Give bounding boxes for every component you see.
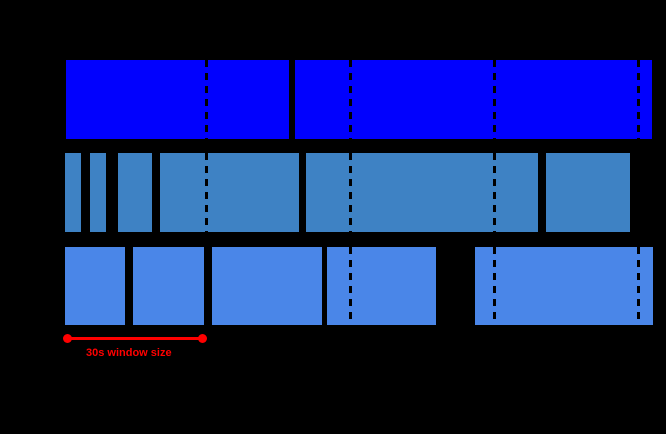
segment-bar (295, 60, 652, 139)
window-size-label: 30s window size (86, 347, 172, 359)
window-boundary-dashed-line (348, 153, 352, 232)
window-size-arrow-right-dot (198, 334, 207, 343)
segment-bar (546, 153, 630, 232)
window-size-arrow-left-dot (63, 334, 72, 343)
segment-bar (90, 153, 106, 232)
bar-row-2 (0, 153, 666, 232)
window-boundary-dashed-line (204, 60, 208, 139)
window-boundary-dashed-line (636, 60, 640, 139)
segment-bar (118, 153, 152, 232)
bar-row-1 (0, 60, 666, 139)
window-boundary-dashed-line (348, 60, 352, 139)
segment-bar (66, 60, 289, 139)
segment-bar (212, 247, 322, 325)
window-boundary-dashed-line (492, 60, 496, 139)
window-size-arrow-line (67, 337, 203, 340)
segment-bar (327, 247, 436, 325)
window-boundary-dashed-line (204, 153, 208, 232)
window-boundary-dashed-line (492, 247, 496, 325)
segment-bar (133, 247, 204, 325)
window-boundary-dashed-line (636, 153, 640, 232)
bar-row-3 (0, 247, 666, 325)
segment-bar (306, 153, 538, 232)
segment-bar (160, 153, 299, 232)
window-boundary-dashed-line (348, 247, 352, 325)
segment-bar (475, 247, 653, 325)
window-boundary-dashed-line (204, 247, 208, 325)
segment-bar (65, 247, 125, 325)
segment-bar (65, 153, 81, 232)
window-boundary-dashed-line (636, 247, 640, 325)
window-boundary-dashed-line (492, 153, 496, 232)
